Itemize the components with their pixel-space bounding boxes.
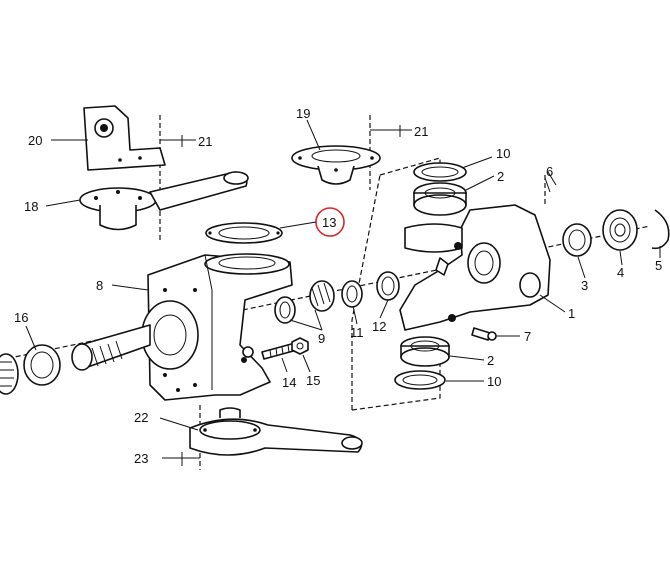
part-2-bearing-bottom [400, 336, 450, 367]
label-6: 6 [546, 164, 553, 179]
label-20: 20 [28, 133, 42, 148]
part-1-steering-knuckle [399, 204, 551, 331]
part-16-stub-shaft [0, 300, 199, 395]
part-18-upper-steering-arm [79, 171, 249, 231]
label-16: 16 [14, 310, 28, 325]
part-13-gasket [205, 222, 283, 244]
part-3-ring [562, 223, 592, 257]
label-8: 8 [96, 278, 103, 293]
label-9: 9 [318, 331, 325, 346]
leader-lines [25, 119, 661, 466]
label-19: 19 [296, 106, 310, 121]
part-11-ring [341, 280, 363, 308]
label-22: 22 [134, 410, 148, 425]
label-14: 14 [282, 375, 296, 390]
label-12: 12 [372, 319, 386, 334]
part-12-ring [376, 271, 400, 301]
label-10-bottom: 10 [487, 374, 501, 389]
label-21-left: 21 [198, 134, 212, 149]
label-2-bottom: 2 [487, 353, 494, 368]
part-7-grease-fitting [471, 327, 497, 341]
label-3: 3 [581, 278, 588, 293]
label-23: 23 [134, 451, 148, 466]
label-5: 5 [655, 258, 662, 273]
part-10-seal-bottom [394, 370, 446, 390]
part-4-bearing [602, 209, 638, 251]
part-5-circlip [651, 209, 670, 250]
part-labels: 20 21 19 21 18 13 8 16 9 11 12 14 15 10 … [14, 106, 662, 466]
label-2-top: 2 [497, 169, 504, 184]
label-15: 15 [306, 373, 320, 388]
label-4: 4 [617, 265, 624, 280]
part-19-kingpin-cap [291, 145, 381, 185]
part-2-bearing-top [413, 182, 467, 216]
part-22-lower-steering-arm [189, 407, 363, 456]
label-7: 7 [524, 329, 531, 344]
part-20-upper-bracket [83, 105, 166, 171]
label-11: 11 [350, 325, 364, 340]
parts-9-bearings [274, 280, 335, 324]
part-15-nut [291, 337, 309, 355]
label-13: 13 [322, 215, 336, 230]
label-10-top: 10 [496, 146, 510, 161]
label-1: 1 [568, 306, 575, 321]
label-21-right: 21 [414, 124, 428, 139]
label-18: 18 [24, 199, 38, 214]
part-10-seal-top [413, 162, 467, 182]
